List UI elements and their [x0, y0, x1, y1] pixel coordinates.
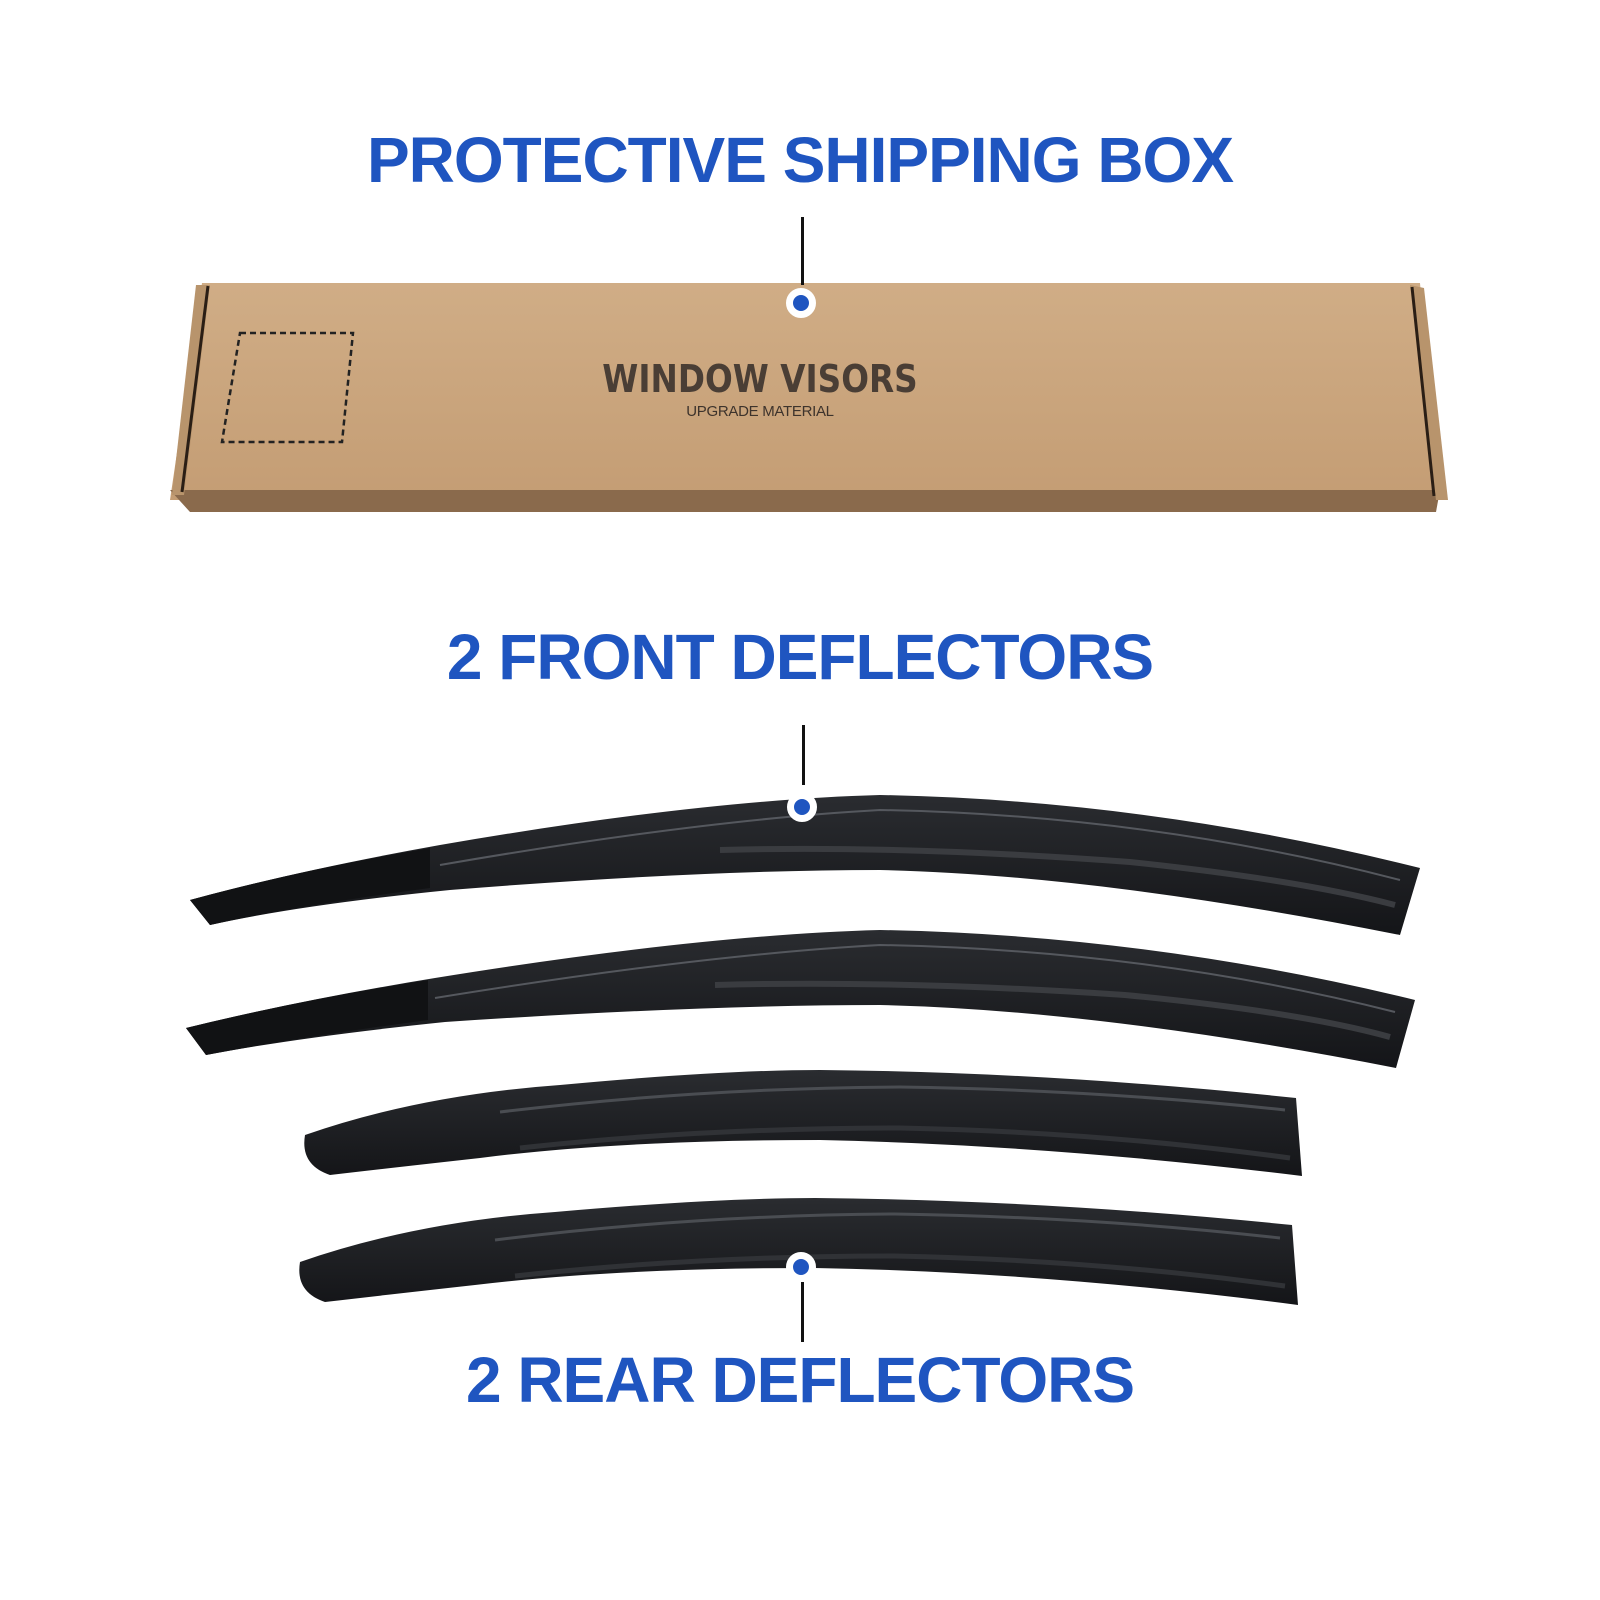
rear-callout-dot-icon [786, 1252, 816, 1282]
front-deflectors-heading: 2 FRONT DEFLECTORS [446, 621, 1154, 693]
rear-deflectors-heading: 2 REAR DEFLECTORS [465, 1344, 1135, 1416]
box-callout-dot-icon [786, 288, 816, 318]
shipping-box-heading: PROTECTIVE SHIPPING BOX [366, 124, 1234, 196]
rear-deflector [304, 1070, 1302, 1176]
shipping-box [170, 283, 1448, 512]
front-deflector [190, 795, 1420, 935]
box-print-subtitle: UPGRADE MATERIAL [686, 403, 834, 420]
front-callout-dot-icon [787, 792, 817, 822]
rear-leader-line [801, 1282, 804, 1342]
box-print-title: WINDOW VISORS [602, 357, 918, 401]
box-leader-line [801, 217, 804, 285]
front-leader-line [802, 725, 805, 785]
rear-deflector [299, 1198, 1298, 1305]
front-deflector [186, 930, 1415, 1068]
label-area-dashed [220, 331, 355, 444]
